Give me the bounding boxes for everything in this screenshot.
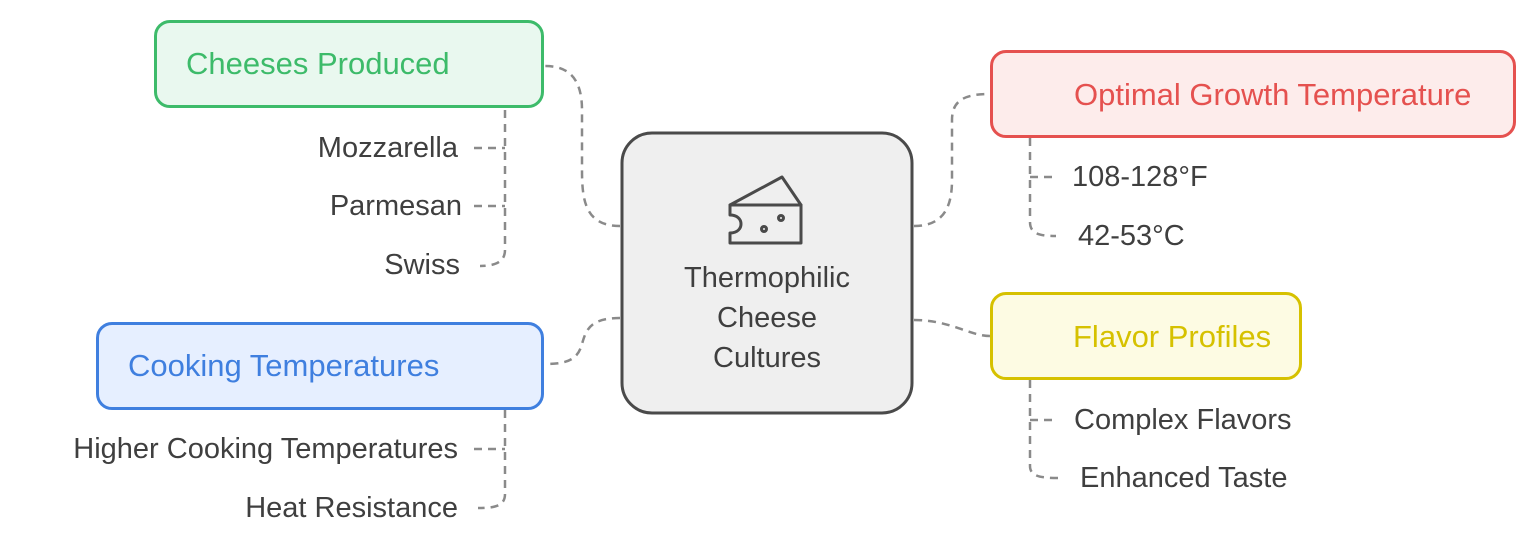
connector-cheeses-stem	[479, 110, 507, 268]
leaf-enhanced-taste: Enhanced Taste	[1080, 462, 1288, 494]
connector-flavor-stem	[1028, 380, 1059, 480]
center-title-line-3: Cultures	[713, 342, 821, 374]
cheeses-title: Cheeses Produced	[186, 46, 450, 81]
leaf-complex-flavors: Complex Flavors	[1074, 404, 1292, 436]
cooking-box[interactable]	[96, 322, 544, 410]
leaf-celsius-range: 42-53°C	[1078, 220, 1185, 252]
connector-center-cheeses	[544, 64, 621, 228]
leaf-fahrenheit-range: 108-128°F	[1072, 161, 1208, 193]
growth-title: Optimal Growth Temperature	[1074, 77, 1472, 112]
center-title-line-2: Cheese	[717, 302, 817, 334]
connector-center-flavor	[913, 318, 991, 338]
cheeses-box[interactable]	[154, 20, 544, 108]
growth-box[interactable]	[990, 50, 1516, 138]
leaf-swiss: Swiss	[384, 249, 460, 281]
center-title: Thermophilic Cheese Cultures	[622, 258, 912, 378]
leaf-mozzarella: Mozzarella	[317, 132, 458, 164]
leaf-heat-resistance: Heat Resistance	[245, 492, 458, 524]
connector-cooking-stem	[477, 410, 507, 510]
cheese-wedge-icon	[728, 175, 803, 245]
leaf-parmesan: Parmesan	[329, 190, 462, 222]
connector-growth-stem	[1028, 138, 1057, 238]
center-node-box	[620, 131, 914, 415]
connector-center-cooking	[544, 316, 621, 366]
cooking-title: Cooking Temperatures	[128, 348, 440, 383]
flavor-title: Flavor Profiles	[1073, 319, 1272, 354]
connector-center-growth	[913, 92, 991, 228]
flavor-box[interactable]	[990, 292, 1302, 380]
leaf-higher-cooking-temperatures: Higher Cooking Temperatures	[73, 433, 458, 465]
center-title-line-1: Thermophilic	[684, 262, 850, 294]
